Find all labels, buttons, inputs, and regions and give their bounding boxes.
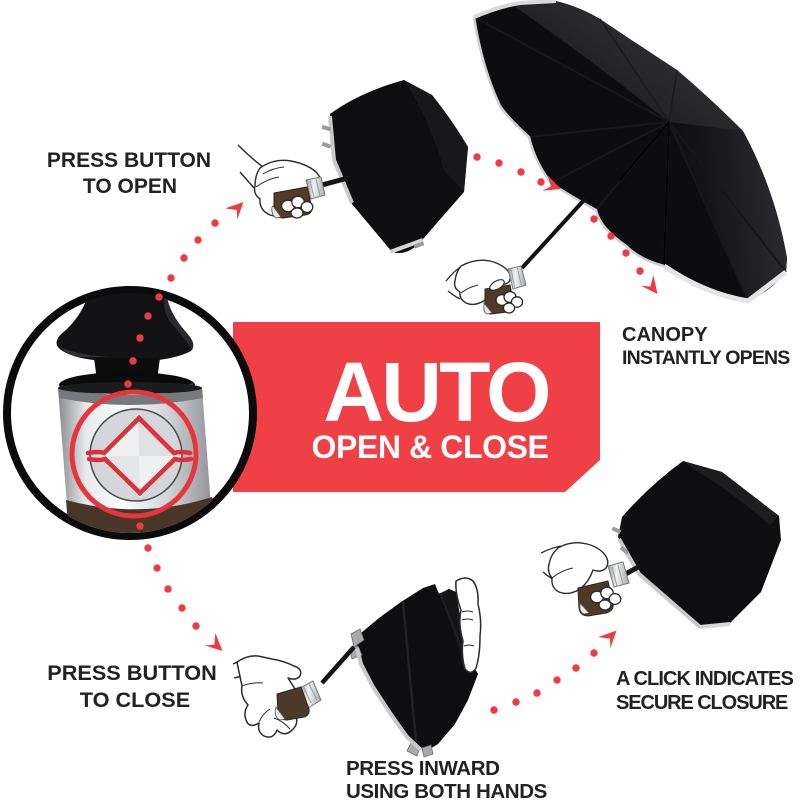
svg-text:A CLICK INDICATES: A CLICK INDICATES <box>616 668 793 690</box>
svg-text:TO CLOSE: TO CLOSE <box>80 687 190 712</box>
svg-text:PRESS INWARD: PRESS INWARD <box>346 757 500 780</box>
svg-text:OPEN & CLOSE: OPEN & CLOSE <box>311 429 548 465</box>
svg-text:PRESS BUTTON: PRESS BUTTON <box>47 149 211 172</box>
svg-text:TO OPEN: TO OPEN <box>83 175 177 198</box>
svg-text:AUTO: AUTO <box>323 345 548 439</box>
svg-text:SECURE CLOSURE: SECURE CLOSURE <box>616 692 788 714</box>
svg-text:CANOPY: CANOPY <box>622 324 708 346</box>
svg-text:USING BOTH HANDS: USING BOTH HANDS <box>346 780 547 800</box>
svg-text:INSTANTLY OPENS: INSTANTLY OPENS <box>622 347 790 369</box>
svg-text:PRESS BUTTON: PRESS BUTTON <box>47 660 217 685</box>
